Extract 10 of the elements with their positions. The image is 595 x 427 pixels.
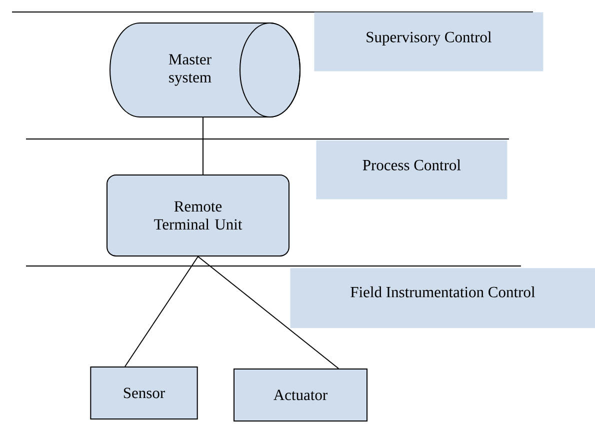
process-box: Remote Terminal Unit: [106, 174, 290, 256]
cylinder-node: Master system: [110, 22, 300, 118]
connector-line: [198, 256, 339, 369]
connector-line: [124, 256, 198, 367]
layer-label: Process Control: [316, 140, 508, 200]
device-box: Actuator: [234, 368, 368, 422]
device-box: Sensor: [90, 366, 198, 420]
layer-label: Supervisory Control: [314, 12, 544, 72]
connector-line: [202, 116, 204, 175]
layer-label: Field Instrumentation Control: [290, 268, 595, 328]
